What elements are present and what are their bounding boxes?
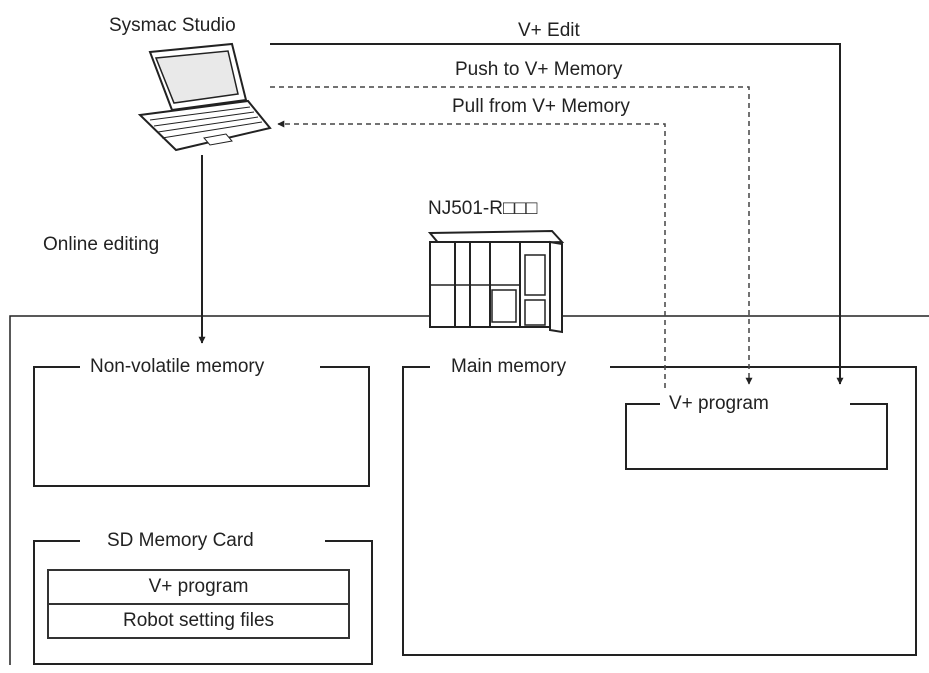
main-memory-title: Main memory	[451, 356, 567, 377]
rack-outline	[9, 315, 430, 665]
vplus-edit-arrow	[270, 43, 844, 385]
pull-label: Pull from V+ Memory	[452, 96, 630, 117]
vplus-edit-label: V+ Edit	[518, 20, 580, 41]
controller-label: NJ501-R□□□	[428, 198, 538, 219]
push-arrow	[270, 86, 753, 385]
vplus-program-box	[625, 403, 888, 470]
vplus-program-title: V+ program	[669, 393, 769, 414]
main-memory-box	[402, 366, 917, 656]
sd-card-title: SD Memory Card	[107, 530, 254, 551]
controller-icon	[427, 229, 565, 334]
sd-card-box	[33, 540, 373, 665]
laptop-icon	[137, 42, 272, 152]
nonvolatile-memory-title: Non-volatile memory	[90, 356, 265, 377]
sd-file-robot-settings: Robot setting files	[47, 603, 350, 639]
pc-label: Sysmac Studio	[109, 15, 236, 36]
sd-file-vplus-program: V+ program	[47, 569, 350, 605]
online-editing-label: Online editing	[43, 234, 160, 255]
pull-arrow	[277, 120, 666, 388]
nonvolatile-memory-box	[33, 366, 370, 487]
push-label: Push to V+ Memory	[455, 59, 623, 80]
